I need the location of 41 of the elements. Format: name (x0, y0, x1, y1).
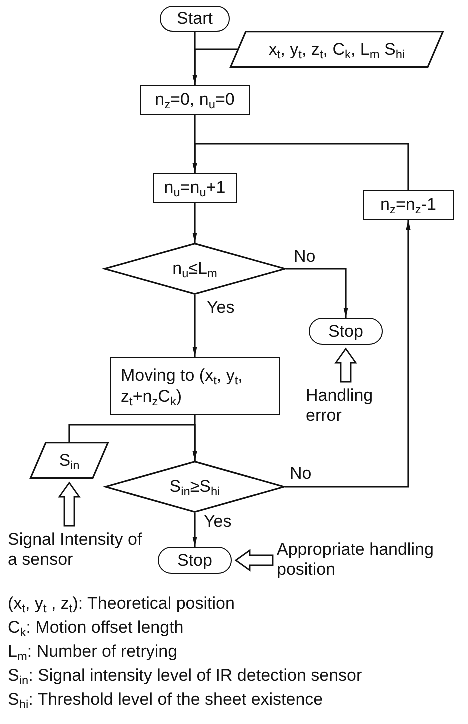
input-text: x$_{t}$, y$_{t}$, z$_{t}$, C$_{k}$, L$_{m}$ S$_{hi}$ (268, 38, 406, 60)
arrow (192, 295, 198, 357)
input-parallelogram (230, 31, 444, 68)
step-text: Moving to (x$_{t}$, y$_{t}$, z$_{t}$+n$_{z}$C$_{k}$) (121, 364, 244, 408)
arrow (285, 220, 411, 488)
definition-note: (x$_{t}$, y$_{t}$ , z$_{t}$): Theoretical position (8, 593, 236, 616)
decision-diamond (104, 243, 286, 295)
hollow-arrow (334, 348, 358, 383)
process-box (110, 357, 280, 415)
annotation-text: Appropriate handling position (277, 540, 437, 584)
arrow (192, 203, 198, 243)
annotation-text: Signal Intensity of a sensor (8, 530, 148, 574)
definition-note: L$_{m}$: Number of retrying (8, 641, 179, 664)
hollow-arrow (234, 549, 274, 572)
input-text: S$_{in}$ (59, 450, 80, 472)
arrow (192, 143, 410, 190)
definition-note: S$_{hi}$: Threshold level of the sheet existence (8, 689, 324, 712)
arrow (192, 48, 238, 85)
process-box (153, 173, 237, 203)
arrow (68, 424, 198, 461)
condition-text: S$_{in}$≥S$_{hi}$ (170, 476, 220, 498)
terminal-label: Stop (178, 550, 212, 572)
terminal-label: Stop (328, 320, 364, 342)
hollow-arrow (58, 482, 81, 527)
terminal-box (160, 6, 230, 32)
arrow (286, 268, 348, 318)
arrow (192, 513, 198, 547)
annotation-text: Handling error (306, 386, 396, 430)
condition-text: n$_{u}$≤L$_{m}$ (172, 258, 218, 280)
definition-note: C$_{k}$: Motion offset length (8, 617, 185, 640)
input-parallelogram (30, 442, 109, 479)
decision-diamond (105, 461, 285, 513)
process-box (140, 85, 250, 115)
terminal-box (309, 318, 383, 345)
step-text: n$_{u}$=n$_{u}$+1 (164, 177, 226, 199)
definition-note: S$_{in}$: Signal intensity level of IR detection sensor (8, 665, 362, 688)
step-text: n$_{z}$=0, n$_{u}$=0 (155, 89, 235, 111)
step-text: n$_{z}$=n$_{z}$-1 (380, 194, 436, 216)
terminal-label: Start (177, 8, 213, 30)
process-box (363, 190, 454, 220)
terminal-box (158, 547, 232, 574)
